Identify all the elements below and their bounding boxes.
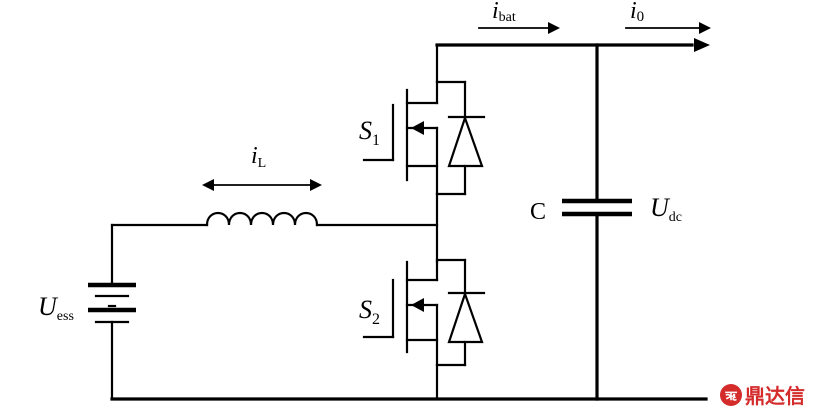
switch-s1 [362, 80, 486, 196]
label-u-dc: Udc [650, 193, 682, 225]
output-current-arrow [625, 22, 711, 34]
switch-s2 [362, 258, 486, 367]
label-u-ess: Uess [38, 292, 74, 324]
inductor-current-arrow [202, 179, 322, 191]
label-i-l: iL [251, 143, 266, 171]
label-s1: S1 [359, 116, 380, 149]
svg-text:ऋ: ऋ [724, 389, 737, 404]
output-terminal-arrow [694, 38, 710, 52]
watermark-logo-icon [720, 384, 742, 406]
inductor [205, 211, 439, 227]
label-i-0: i0 [630, 0, 644, 25]
battery-current-arrow [478, 22, 560, 34]
battery-source [88, 223, 209, 401]
label-i-bat: ibat [492, 0, 516, 25]
watermark: ऋ 鼎达信 [720, 384, 805, 408]
dc-link-capacitor [562, 43, 632, 401]
label-c: C [530, 199, 546, 225]
watermark-text: 鼎达信 [745, 384, 805, 408]
label-s2: S2 [359, 295, 380, 328]
